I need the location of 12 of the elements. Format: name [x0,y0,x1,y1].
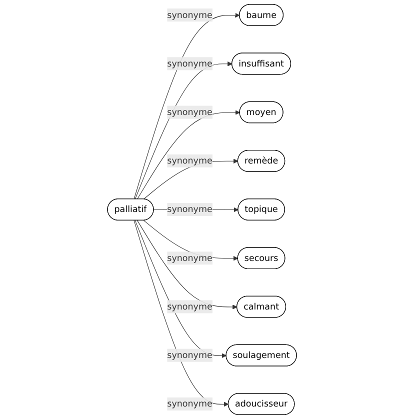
edge-label: synonyme [168,350,213,360]
arrow [135,61,233,200]
edge-label: synonyme [168,58,213,69]
arrow [135,220,227,358]
edge-label: synonyme [168,10,213,20]
edge-label: synonyme [168,301,213,312]
edge-label: synonyme [168,106,213,118]
edge-label: synonyme [168,398,213,409]
arrow [134,220,230,407]
edge-label: synonyme [168,204,213,214]
edge-label: synonyme [168,252,213,264]
edge-label: synonyme [168,155,213,166]
